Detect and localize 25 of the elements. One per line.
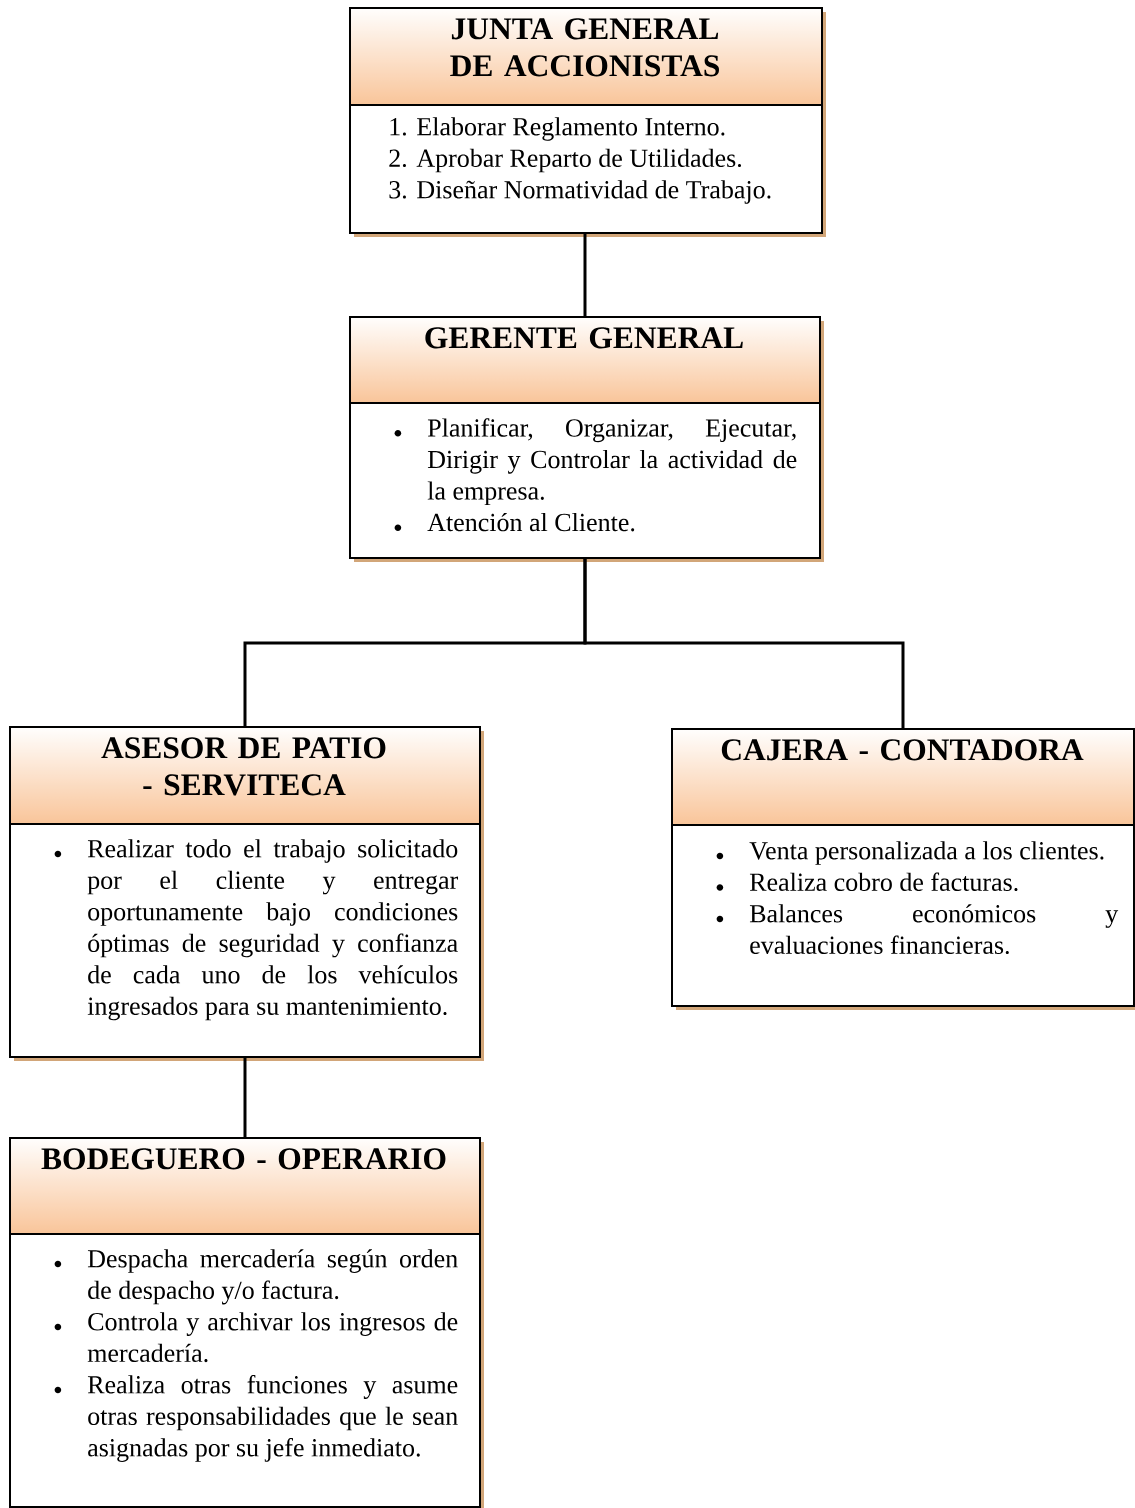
list-item: Planificar, Organizar, Ejecutar, Dirigir y Controlar la actividad de la empresa. (394, 418, 797, 506)
org-box (348, 7, 826, 237)
list-item: Atención al Cliente. (394, 512, 635, 532)
list-item: Realiza cobro de facturas. (716, 872, 1018, 892)
box-heading: JUNTA GENERAL DE ACCIONISTAS (450, 18, 719, 77)
connector-line (583, 234, 587, 316)
box-heading: CAJERA - CONTADORA (721, 739, 1084, 761)
list-item: Realizar todo el trabajo solicitado por el cliente y entregar oportunamente bajo condiciones óptimas de seguridad y confianza de cada uno de los vehículos ingresados para su mantenimiento. (54, 839, 458, 1021)
box-heading: GERENTE GENERAL (425, 327, 743, 349)
connector-line (583, 559, 905, 728)
box-heading: BODEGUERO - OPERARIO (41, 1148, 446, 1170)
list-item: 1. Elaborar Reglamento Interno. (390, 117, 725, 141)
org-box (670, 728, 1135, 1010)
list-item: 2. Aprobar Reparto de Utilidades. (389, 148, 741, 173)
list-item: 3. Diseñar Normatividad de Trabajo. (389, 180, 771, 204)
list-item: Realiza otras funciones y asume otras responsabilidades que le sean asignadas por su jefe inmediato. (54, 1375, 458, 1462)
org-box (348, 316, 824, 562)
org-box (8, 726, 484, 1061)
connector-line (243, 1058, 247, 1137)
list-item: Venta personalizada a los clientes. (716, 841, 1104, 865)
list-item: Despacha mercadería según orden de despacho y/o factura. (54, 1249, 458, 1305)
list-item: Controla y archivar los ingresos de mercadería. (54, 1312, 458, 1363)
org-box (8, 1137, 484, 1508)
box-heading: ASESOR DE PATIO - SERVITECA (101, 737, 386, 796)
list-item: Balances económicos y evaluaciones financieras. (716, 904, 1119, 955)
